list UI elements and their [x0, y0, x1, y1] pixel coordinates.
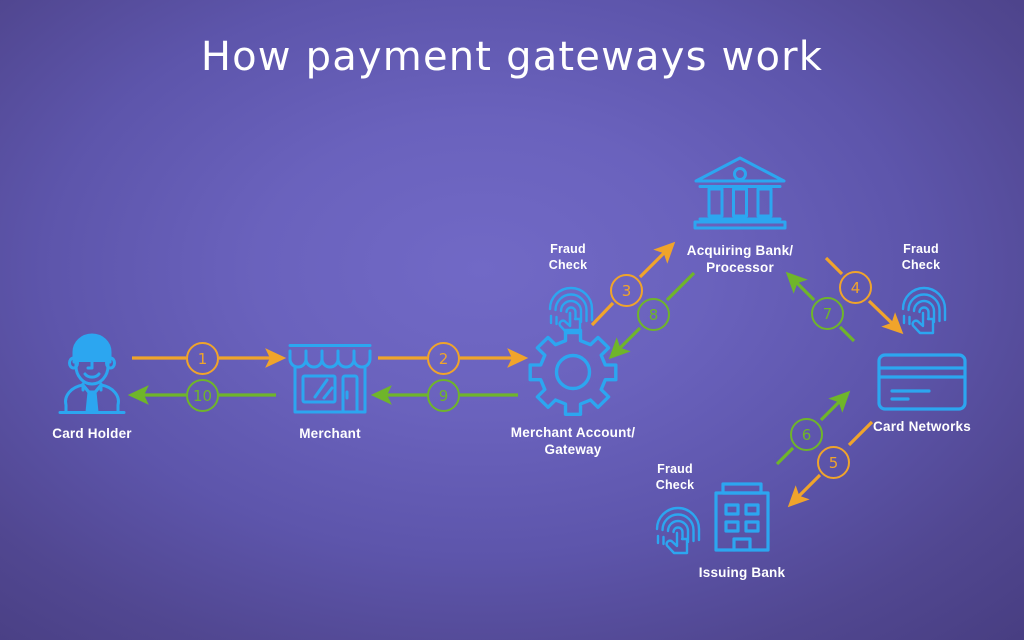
step-badge-4-number: 4 — [839, 271, 872, 304]
fraud-check-gateway: Fraud Check — [540, 242, 596, 335]
arrow-step-4 — [824, 256, 904, 335]
credit-card-icon — [877, 353, 967, 411]
office-building-icon — [714, 482, 770, 552]
node-gateway-label-line1: Merchant Account/ — [510, 425, 636, 440]
step-badge-6-number: 6 — [790, 418, 823, 451]
fraud-check-issuing-line1: Fraud — [657, 462, 693, 476]
node-card-holder[interactable]: Card Holder — [52, 332, 132, 441]
bank-icon — [693, 156, 787, 230]
fraud-check-issuing-line2: Check — [655, 477, 695, 492]
fingerprint-icon — [548, 287, 594, 335]
node-acquiring-bank-label: Acquiring Bank/ Processor — [687, 243, 794, 277]
fingerprint-icon — [655, 507, 701, 555]
node-card-holder-label: Card Holder — [52, 426, 132, 441]
step-badge-1-number: 1 — [186, 342, 219, 375]
node-merchant-label: Merchant — [299, 426, 361, 441]
step-badge-10-number: 10 — [186, 379, 219, 412]
arrow-step-8 — [608, 271, 696, 360]
node-gateway-label-line2: Gateway — [544, 441, 602, 457]
node-acquiring-bank-label-line2: Processor — [706, 259, 774, 275]
node-card-networks-label: Card Networks — [873, 419, 971, 434]
fraud-check-issuing: Fraud Check — [647, 462, 703, 555]
fraud-check-gateway-line1: Fraud — [550, 242, 586, 256]
node-acquiring-bank-label-line1: Acquiring Bank/ — [686, 243, 794, 258]
node-gateway[interactable]: Merchant Account/ Gateway — [511, 328, 635, 457]
fraud-check-gateway-label: Fraud Check — [540, 242, 596, 273]
step-badge-8-number: 8 — [637, 298, 670, 331]
step-badge-9-number: 9 — [427, 379, 460, 412]
arrow-step-7 — [785, 271, 856, 343]
fraud-check-networks: Fraud Check — [893, 242, 949, 335]
step-badge-5-number: 5 — [817, 446, 850, 479]
fraud-check-gateway-line2: Check — [548, 257, 588, 272]
step-badge-7-number: 7 — [811, 297, 844, 330]
arrow-step-6 — [775, 390, 851, 466]
arrow-step-5 — [787, 420, 874, 508]
person-icon — [58, 333, 126, 414]
fingerprint-icon — [901, 287, 947, 335]
node-card-networks[interactable]: Card Networks — [873, 351, 971, 434]
storefront-icon — [288, 344, 372, 414]
step-badge-3-number: 3 — [610, 274, 643, 307]
node-gateway-label: Merchant Account/ Gateway — [511, 425, 635, 459]
page-title: How payment gateways work — [200, 34, 824, 80]
node-acquiring-bank[interactable]: Acquiring Bank/ Processor — [687, 155, 793, 275]
fraud-check-networks-line1: Fraud — [903, 242, 939, 256]
fraud-check-networks-label: Fraud Check — [893, 242, 949, 273]
arrow-step-3 — [590, 241, 676, 327]
node-issuing-bank[interactable]: Issuing Bank — [699, 481, 785, 580]
node-merchant[interactable]: Merchant — [287, 340, 373, 441]
fraud-check-networks-line2: Check — [901, 257, 941, 272]
step-badge-2-number: 2 — [427, 342, 460, 375]
fraud-check-issuing-label: Fraud Check — [647, 462, 703, 493]
gear-icon — [528, 328, 618, 416]
node-issuing-bank-label: Issuing Bank — [698, 565, 786, 580]
